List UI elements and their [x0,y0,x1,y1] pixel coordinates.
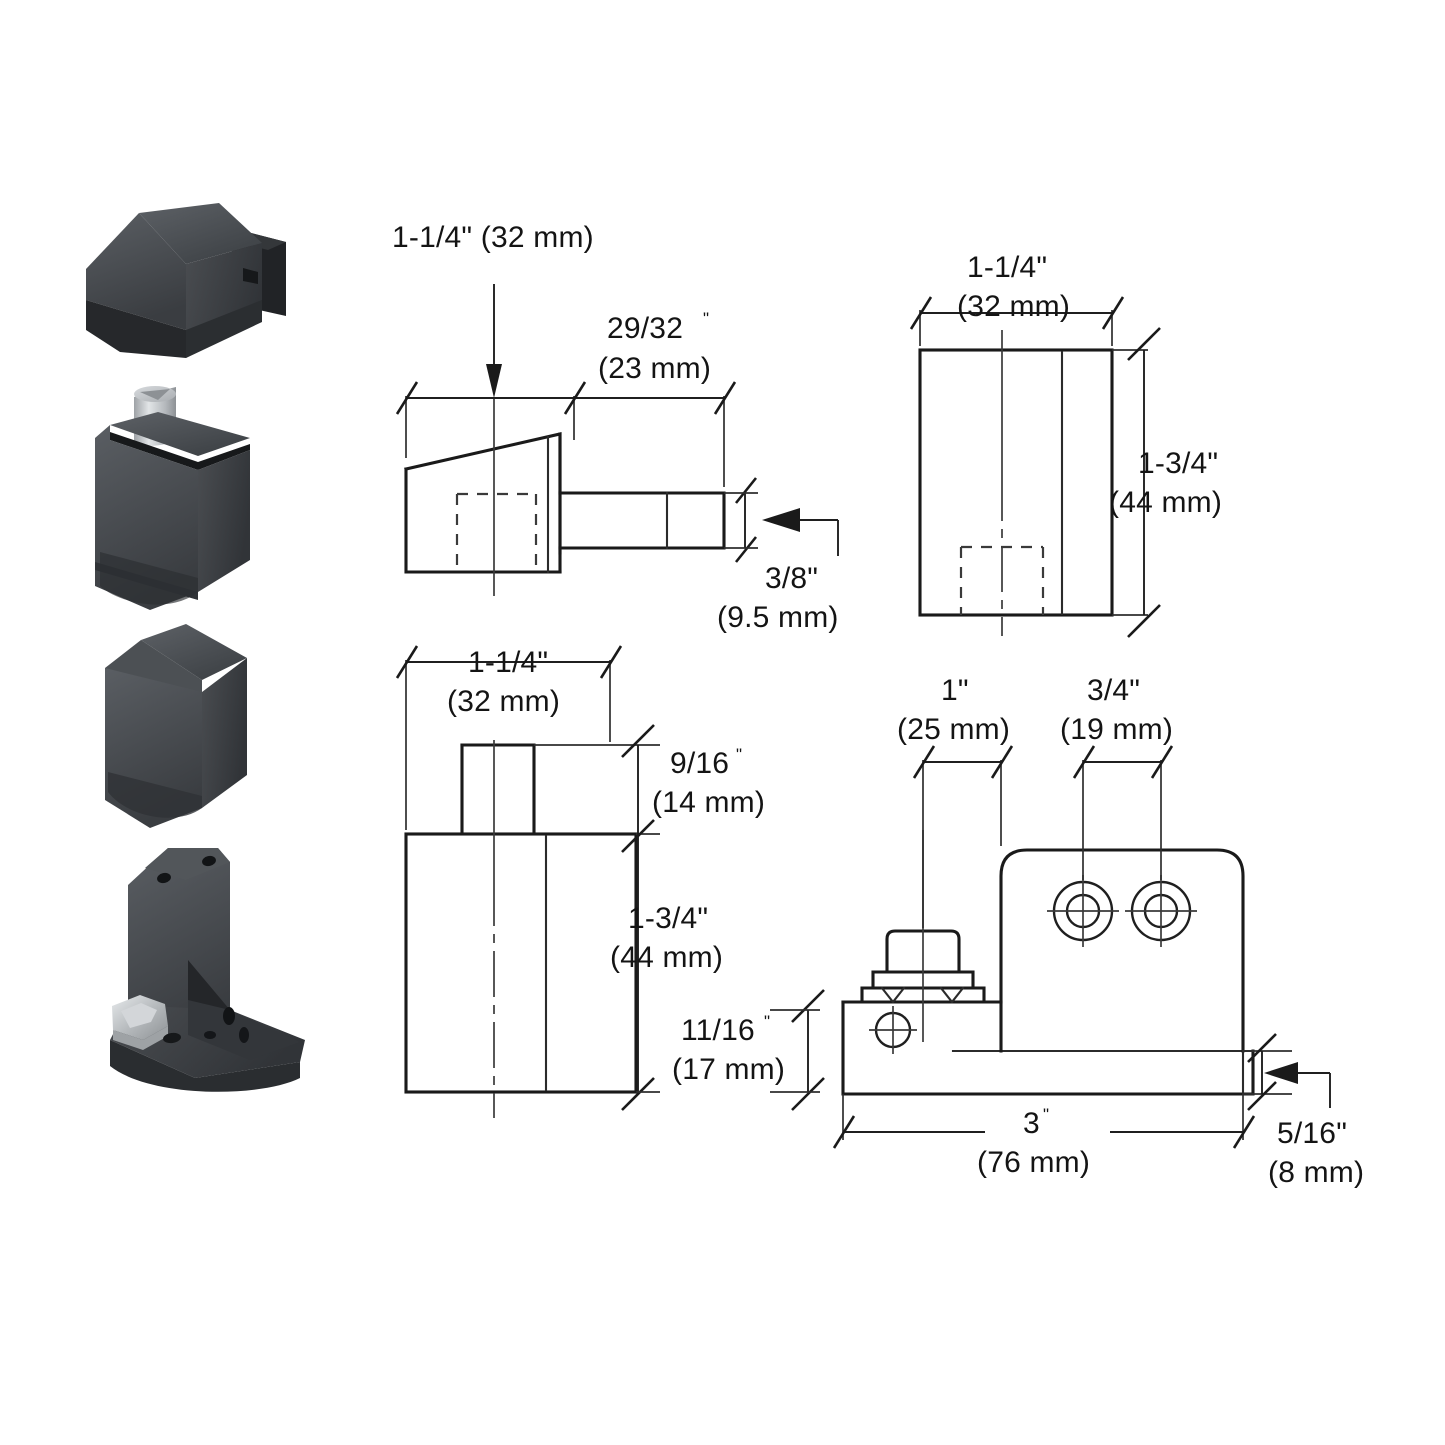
view-bottom-left-pin-elevation: 1-1/4" (32 mm) 9/16 " (14 mm) 1-3/4" (44… [395,645,825,1118]
dim-label-br-thickness-line1: 5/16" [1277,1117,1347,1150]
render-pivot-cap-plain [105,624,247,828]
dim-label-bl-width-line2: (32 mm) [447,685,560,718]
dim-label-tr-height-line1: 1-3/4" [1138,447,1218,480]
dim-label-tl-width-b-inch-mark: " [703,309,709,328]
dim-label-tl-thickness-line1: 3/8" [765,562,818,595]
dim-label-br-hole-spacing-line1: 3/4" [1087,674,1140,707]
dim-label-bl-width-line1: 1-1/4" [468,646,548,679]
dim-label-tr-width-line1: 1-1/4" [967,251,1047,284]
dim-label-tl-width-b-line1: 29/32 [607,312,683,345]
dim-label-br-thickness-line2: (8 mm) [1268,1156,1364,1189]
mounting-hole-left [1047,875,1119,947]
render-pivot-block-with-pin [95,386,250,610]
dim-label-bl-pin-height-line2: (14 mm) [652,786,765,819]
render-top-pivot-cap-with-tab [86,203,286,358]
dim-label-bl-pin-height-line1: 9/16 [670,747,729,780]
dim-label-tl-thickness-line2: (9.5 mm) [717,601,839,634]
dim-label-br-offset-line2: (25 mm) [897,713,1010,746]
view-top-left-side-section: 1-1/4" (32 mm) 29/32 " (23 mm) 3/8" (9.5… [392,221,839,634]
bolt-head-assembly [860,929,986,1054]
dim-label-tr-height-line2: (44 mm) [1109,486,1222,519]
dim-label-bl-pin-height-inch-mark: " [736,745,742,764]
mounting-hole-right [1125,875,1197,947]
dim-label-tl-width-a: 1-1/4" (32 mm) [392,221,594,254]
dim-label-br-length-line2: (76 mm) [977,1146,1090,1179]
view-bottom-right-bracket-assembly: 1" (25 mm) 3/4" (19 mm) 3 " (76 mm) 5/16… [832,674,1364,1189]
dim-label-br-length-line1: 3 [1023,1107,1040,1140]
dim-label-br-length-inch-mark: " [1043,1105,1049,1124]
dim-label-bl-base-height-line1: 11/16 [681,1014,755,1047]
dim-label-br-offset-line1: 1" [941,674,969,707]
dim-label-br-hole-spacing-line2: (19 mm) [1060,713,1173,746]
view-top-right-front-elevation: 1-1/4" (32 mm) 1-3/4" (44 mm) [909,251,1222,638]
dim-label-bl-body-height-line1: 1-3/4" [628,902,708,935]
dim-label-tr-width-line2: (32 mm) [957,290,1070,323]
dim-label-bl-base-height-inch-mark: " [764,1012,770,1031]
dim-label-bl-body-height-line2: (44 mm) [610,941,723,974]
dim-label-tl-width-b-line2: (23 mm) [598,352,711,385]
render-floor-bracket-with-bolt [110,848,305,1092]
dim-label-bl-base-height-line2: (17 mm) [672,1053,785,1086]
